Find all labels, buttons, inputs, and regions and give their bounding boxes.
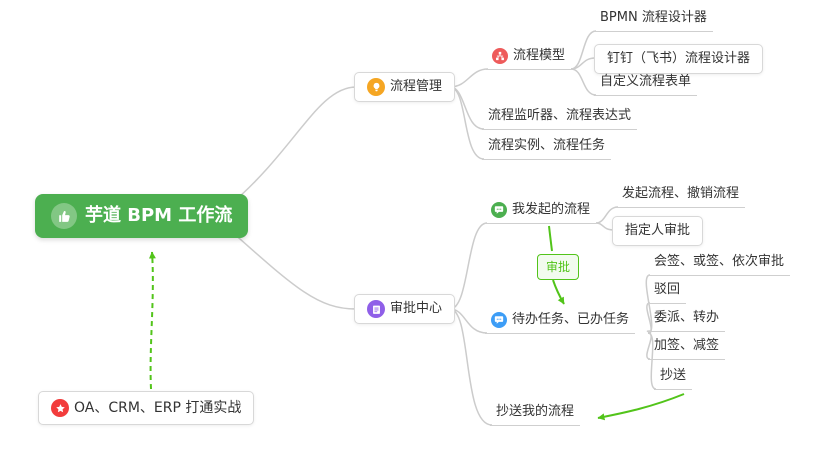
node-label: 会签、或签、依次审批 [654,254,785,269]
node-label: 流程管理 [390,79,443,94]
node-process-model[interactable]: 流程模型 [486,44,572,70]
node-reject[interactable]: 驳回 [648,278,687,304]
thumbs-up-icon [51,203,77,229]
clipboard-icon [367,300,385,318]
star-icon [51,399,69,417]
node-delegate-transfer[interactable]: 委派、转办 [648,306,726,332]
node-label: 流程模型 [513,48,566,63]
node-process-instance-task[interactable]: 流程实例、流程任务 [482,134,612,160]
node-root[interactable]: 芋道 BPM 工作流 [35,194,249,238]
node-assignee-approval[interactable]: 指定人审批 [612,216,704,246]
arrow-tag-to-todo [552,279,565,305]
node-approval-center[interactable]: 审批中心 [354,294,456,324]
node-label: 审批中心 [390,301,443,316]
node-oa-crm-erp-practice[interactable]: OA、CRM、ERP 打通实战 [38,391,255,425]
arrow-initiated-to-tag [548,225,553,252]
node-label: 发起流程、撤销流程 [622,186,740,201]
node-label: 自定义流程表单 [600,74,692,89]
lightbulb-icon [367,78,385,96]
approval-tag[interactable]: 审批 [537,254,580,280]
node-cc-my-process[interactable]: 抄送我的流程 [490,400,581,426]
chat-bubble-icon [491,312,507,328]
node-label: 指定人审批 [625,223,691,238]
node-cc[interactable]: 抄送 [654,364,693,390]
flowchart-icon [492,48,508,64]
arrow-cc-to-ccmy [597,393,685,421]
node-label: 流程监听器、流程表达式 [488,108,632,123]
node-bpmn-designer[interactable]: BPMN 流程设计器 [594,6,713,32]
node-label: 抄送 [660,368,687,383]
node-add-reduce-sign[interactable]: 加签、减签 [648,334,726,360]
node-label: BPMN 流程设计器 [600,10,707,25]
node-label: 钉钉（飞书）流程设计器 [607,51,751,66]
node-countersign-orsign-sequential[interactable]: 会签、或签、依次审批 [648,250,791,276]
node-process-management[interactable]: 流程管理 [354,72,456,102]
node-dingtalk-feishu-designer[interactable]: 钉钉（飞书）流程设计器 [594,44,764,74]
node-label: 委派、转办 [654,310,720,325]
node-label: 待办任务、已办任务 [512,312,630,327]
node-label: 我发起的流程 [512,202,591,217]
node-process-listener-expression[interactable]: 流程监听器、流程表达式 [482,104,638,130]
tag-label: 审批 [546,260,571,274]
node-custom-process-form[interactable]: 自定义流程表单 [594,70,698,96]
node-initiate-cancel-process[interactable]: 发起流程、撤销流程 [616,182,746,208]
node-my-initiated-process[interactable]: 我发起的流程 [485,198,597,224]
dashed-arrow-oa-to-root [148,251,156,390]
node-label: 驳回 [654,282,681,297]
node-label: 加签、减签 [654,338,720,353]
node-label: 流程实例、流程任务 [488,138,606,153]
node-todo-done-tasks[interactable]: 待办任务、已办任务 [485,308,636,334]
node-label: 抄送我的流程 [496,404,575,419]
root-label: 芋道 BPM 工作流 [85,205,233,226]
chat-bubble-icon [491,202,507,218]
node-label: OA、CRM、ERP 打通实战 [74,400,242,416]
